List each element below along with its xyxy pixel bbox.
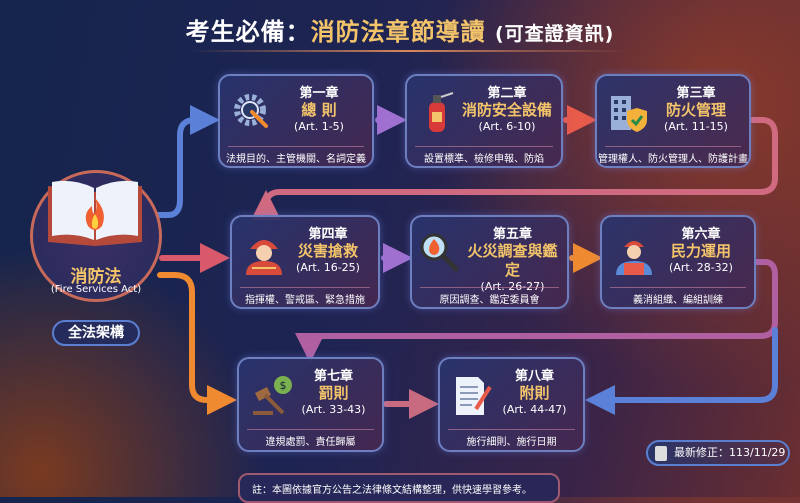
volunteer-icon [616,241,652,275]
chapter-number: 第四章 [308,227,348,242]
chapter-card-6: 第六章民力運用(Art. 28-32) 義消組織、編組訓練 [600,215,756,309]
chapter-number: 第二章 [487,86,527,101]
chapter-topics: 管理權人、防火管理人、防護計畫 [598,154,748,165]
building-shield-icon [611,96,647,132]
connector-hub-ch1 [147,105,220,218]
hub-english-title: (Fire Services Act) [50,284,142,295]
chapter-articles: (Art. 28-32) [669,261,733,274]
chapter-name: 民力運用 [670,242,731,260]
page-title: 考生必備：消防法章節導讀 (可查證資訊) [0,12,800,47]
chapter-topics: 原因調查、鑑定委員會 [439,295,540,306]
gavel-money-icon: $ [253,376,292,415]
divider [415,146,553,147]
chapter-topics: 義消組織、編組訓練 [633,295,723,306]
chapter-topics: 指揮權、警戒區、緊急措施 [245,295,365,306]
divider [448,429,575,430]
chapter-articles: (Art. 11-15) [664,120,728,133]
firefighter-icon [246,240,282,275]
divider [605,146,741,147]
chapter-name: 罰則 [318,384,349,402]
open-book-flame-icon [48,180,142,246]
gear-wrench-icon [234,94,268,128]
chapter-name: 火災調查與鑑定 [467,242,558,279]
divider [240,287,370,288]
chapter-number: 第七章 [313,369,353,384]
chapter-number: 第一章 [299,86,339,101]
chapter-topics: 法規目的、主管機關、名詞定義 [226,154,366,165]
chapter-articles: (Art. 6-10) [478,120,536,133]
hub-title: 消防法 [70,267,122,287]
fire-extinguisher-icon [429,92,454,132]
chapter-card-4: 第四章災害搶救(Art. 16-25) 指揮權、警戒區、緊急措施 [230,215,380,309]
document-pen-icon [456,377,492,415]
chapter-card-7: $ 第七章罰則(Art. 33-43) 違規處罰、責任歸屬 [237,357,384,452]
full-structure-badge: 全法架構 [52,320,140,346]
chapter-number: 第三章 [676,86,716,101]
chapter-name: 災害搶救 [297,242,358,260]
chapter-card-1: 第一章總 則(Art. 1-5) 法規目的、主管機關、名詞定義 [218,74,374,168]
svg-text:$: $ [280,379,287,392]
chapter-card-2: 第二章消防安全設備(Art. 6-10) 設置標準、檢修申報、防焰 [405,74,563,168]
revision-text: 最新修正：113/11/29 [674,446,786,459]
chapter-name: 防火管理 [665,101,726,119]
divider [228,146,364,147]
chapter-number: 第八章 [514,369,554,384]
divider [610,287,746,288]
chapter-number: 第五章 [492,227,532,242]
chapter-card-8: 第八章附則(Art. 44-47) 施行細則、施行日期 [438,357,585,452]
chapter-articles: (Art. 44-47) [502,403,567,416]
chapter-articles: (Art. 33-43) [301,403,366,416]
title-highlight: 消防法章節導讀 [310,18,486,46]
connector-hub-ch7 [157,272,237,415]
title-suffix: (可查證資訊) [494,23,615,45]
chapter-name: 總 則 [301,101,337,119]
chapter-topics: 設置標準、檢修申報、防焰 [424,154,544,165]
title-divider [190,50,630,52]
chapter-name: 附則 [519,384,550,402]
title-prefix: 考生必備： [185,18,311,46]
chapter-card-3: 第三章防火管理(Art. 11-15) 管理權人、防火管理人、防護計畫 [595,74,751,168]
chapter-articles: (Art. 1-5) [294,120,344,133]
connector-ch6-ch8 [585,327,778,415]
chapter-name: 消防安全設備 [461,101,552,119]
chapter-topics: 施行細則、施行日期 [466,437,557,448]
footnote: 註：本圖依據官方公告之法律條文結構整理，供快速學習參考。 [238,473,560,503]
revision-date-badge: 最新修正：113/11/29 [646,440,790,466]
connector-ch3-ch4 [251,117,778,220]
document-icon [655,446,667,461]
chapter-card-5: 第五章火災調查與鑑定(Art. 26-27) 原因調查、鑑定委員會 [410,215,569,309]
chapter-articles: (Art. 26-27) [480,280,545,293]
magnifier-flame-icon [420,233,459,272]
chapter-articles: (Art. 16-25) [296,261,360,274]
divider [420,287,559,288]
chapter-topics: 違規處罰、責任歸屬 [265,437,356,448]
divider [247,429,374,430]
chapter-number: 第六章 [681,227,721,242]
